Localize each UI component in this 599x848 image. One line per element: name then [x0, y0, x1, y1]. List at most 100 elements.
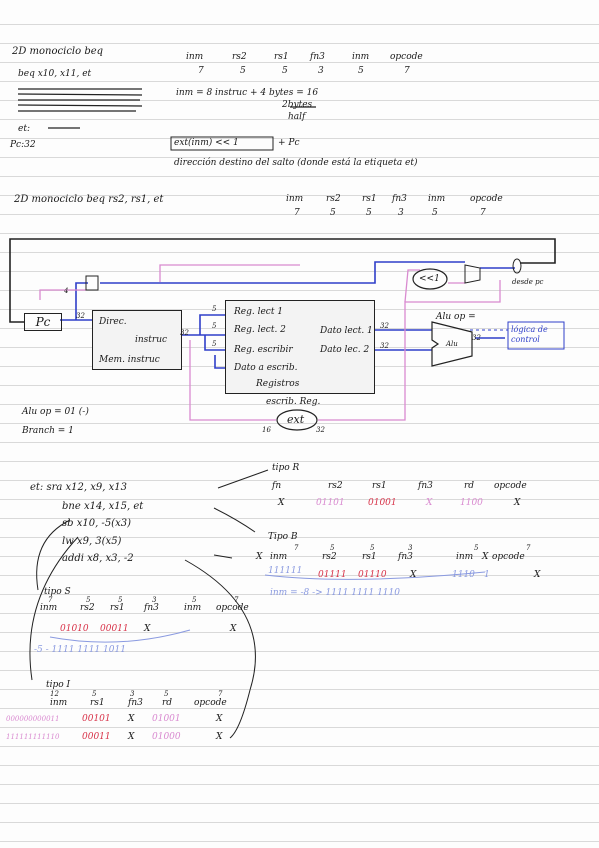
- s-bits-d: 3: [152, 596, 157, 604]
- dato-lec-2: Dato lec. 2: [320, 345, 370, 355]
- desde-pc-label: desde pc: [512, 278, 544, 286]
- b-col-x2: X: [482, 552, 489, 562]
- r-val-fn: X: [278, 498, 285, 508]
- s-bits-e: 5: [192, 596, 197, 604]
- alu-op-value: Alu op = 01 (-): [22, 407, 89, 417]
- col-fn3-1: fn3: [310, 52, 325, 62]
- s-bits-f: 7: [234, 596, 239, 604]
- wire-32-f: 32: [316, 426, 325, 434]
- r-val-rd: 1100: [460, 498, 483, 508]
- i-bits-e: 7: [218, 690, 223, 698]
- b-col-fn3: fn3: [398, 552, 413, 562]
- col-inm-1b: inm: [352, 52, 370, 62]
- s-col-fn3: fn3: [144, 603, 159, 613]
- control-logic-label: lógica de control: [511, 325, 548, 344]
- b-col-rs2: rs2: [322, 552, 337, 562]
- r-val-fn3: X: [426, 498, 433, 508]
- b-val-fn3: X: [410, 570, 417, 580]
- bits2-e: 5: [432, 208, 438, 218]
- dato-escrib: Dato a escrib.: [234, 363, 298, 373]
- b-bits-e: 5: [474, 544, 479, 552]
- mem-instruc-out: instruc: [135, 335, 168, 345]
- r-col-rs2: rs2: [328, 481, 343, 491]
- reg-escribir: Reg. escribir: [234, 345, 293, 355]
- i2-fn3: X: [128, 732, 135, 742]
- i1-rs1: 00101: [82, 714, 111, 724]
- registros-label: Registros: [256, 379, 300, 389]
- r-col-fn3: fn3: [418, 481, 433, 491]
- bits-e: 5: [358, 66, 364, 76]
- bits2-d: 3: [398, 208, 404, 218]
- col-opcode-1: opcode: [390, 52, 423, 62]
- alu-op-label: Alu op =: [436, 312, 476, 322]
- wire-4: 4: [64, 287, 69, 295]
- escrib-reg-label: escrib. Reg.: [266, 397, 321, 407]
- wire-5-b: 5: [212, 322, 217, 330]
- b-val-inm: 1110: [452, 570, 475, 580]
- pc-label: Pc:32: [10, 140, 36, 150]
- i-col-inm: inm: [50, 698, 68, 708]
- r-col-opcode: opcode: [494, 481, 527, 491]
- i1-opcode: X: [216, 714, 223, 724]
- s-val-opcode: X: [230, 624, 237, 634]
- r-val-opcode: X: [514, 498, 521, 508]
- i1-fn3: X: [128, 714, 135, 724]
- wire-16: 16: [262, 426, 271, 434]
- reg-lect-2: Reg. lect. 2: [234, 325, 286, 335]
- instruction-memory: Direc. instruc Mem. instruc: [92, 310, 182, 370]
- b-val-rs1: 01110: [358, 570, 387, 580]
- i-bits-b: 5: [92, 690, 97, 698]
- s-col-inm: inm: [40, 603, 58, 613]
- boxed-expression: ext(inm) << 1: [174, 138, 239, 148]
- mem-label: Mem. instruc: [99, 355, 160, 365]
- program-line-5: addi x8, x3, -2: [62, 553, 134, 564]
- col-inm-1: inm: [186, 52, 204, 62]
- wire-32-d: 32: [380, 342, 389, 350]
- i-bits-a: 12: [50, 690, 59, 698]
- title-beq-2: 2D monociclo beq rs2, rs1, et: [14, 194, 164, 205]
- wire-32-a: 32: [76, 312, 85, 320]
- wire-5-a: 5: [212, 305, 217, 313]
- s-col-rs2: rs2: [80, 603, 95, 613]
- r-val-rs2: 01101: [316, 498, 345, 508]
- title-beq: 2D monociclo beq: [12, 46, 104, 57]
- b-col-opcode: opcode: [492, 552, 525, 562]
- shift-label: <<1: [419, 274, 440, 284]
- s-val-rs1: 00011: [100, 624, 129, 634]
- i-col-rd: rd: [162, 698, 173, 708]
- tipo-s-label: tipo S: [44, 587, 71, 597]
- b-col-inm: inm: [270, 552, 288, 562]
- col2-inm: inm: [286, 194, 304, 204]
- inm-formula: inm = 8 instruc + 4 bytes = 16: [176, 88, 319, 98]
- bits2-c: 5: [366, 208, 372, 218]
- program-line-1: et: sra x12, x9, x13: [30, 482, 127, 493]
- b-col-x1: X: [256, 552, 263, 562]
- bits-b: 5: [240, 66, 246, 76]
- program-line-3: sb x10, -5(x3): [62, 518, 131, 529]
- col2-rs2: rs2: [326, 194, 341, 204]
- i-col-rs1: rs1: [90, 698, 105, 708]
- b-col-rs1: rs1: [362, 552, 377, 562]
- tipo-r-label: tipo R: [272, 463, 300, 473]
- tipo-i-label: tipo I: [46, 680, 71, 690]
- register-file: Reg. lect 1 Reg. lect. 2 Reg. escribir D…: [225, 300, 375, 394]
- i1-rd: 01001: [152, 714, 181, 724]
- s-val-rs2: 01010: [60, 624, 89, 634]
- col2-opcode: opcode: [470, 194, 503, 204]
- i2-rd: 01000: [152, 732, 181, 742]
- s-bits-a: 7: [48, 596, 53, 604]
- col-rs2-1: rs2: [232, 52, 247, 62]
- wire-32-c: 32: [380, 322, 389, 330]
- b-bits-a: 7: [294, 544, 299, 552]
- s-bits-c: 5: [118, 596, 123, 604]
- program-line-4: lw x9, 3(x5): [62, 536, 122, 547]
- tipo-b-label: Tipo B: [268, 532, 298, 542]
- s-bits-b: 5: [86, 596, 91, 604]
- i2-inm: 111111111110: [6, 733, 60, 741]
- col2-fn3: fn3: [392, 194, 407, 204]
- b-col-inm2: inm: [456, 552, 474, 562]
- i2-rs1: 00011: [82, 732, 111, 742]
- i-bits-c: 3: [130, 690, 135, 698]
